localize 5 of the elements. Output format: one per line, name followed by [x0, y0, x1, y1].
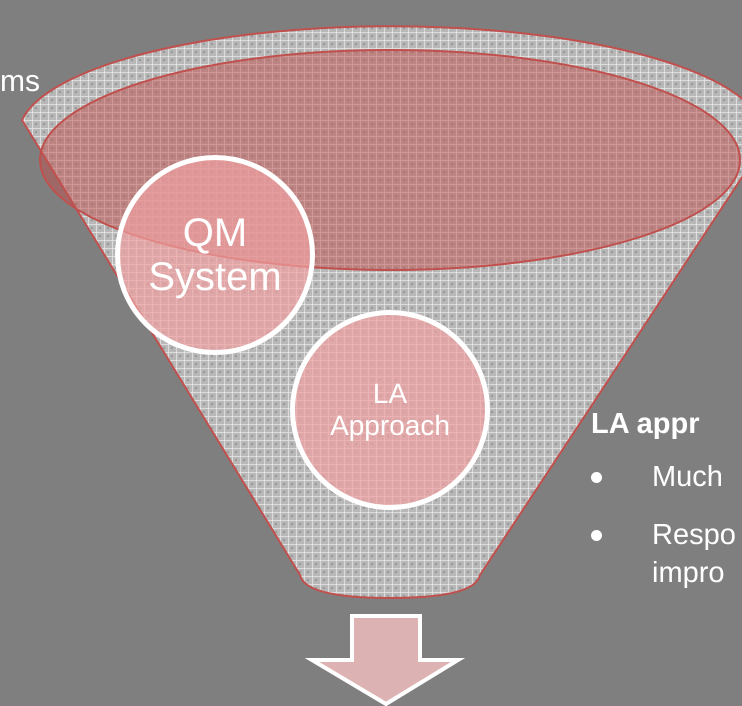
heading-fragment: ms	[0, 64, 40, 100]
section-heading: LA appr	[591, 407, 700, 442]
node-label: QM System	[147, 211, 283, 299]
node-label: LA Approach	[329, 378, 451, 442]
bullet-text: Much	[652, 460, 724, 495]
